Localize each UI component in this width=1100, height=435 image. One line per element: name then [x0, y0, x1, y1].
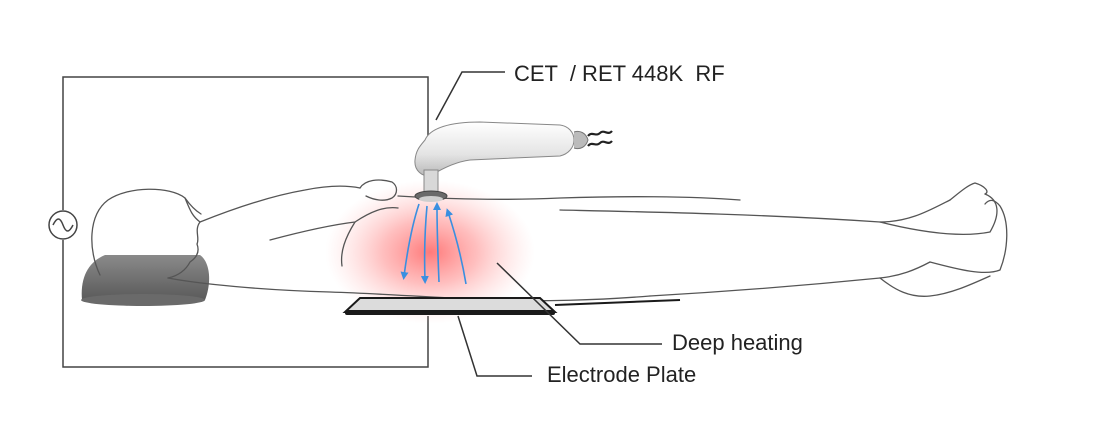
handpiece-label: CET / RET 448K RF: [514, 61, 725, 86]
rf-handpiece-icon: [414, 121, 613, 202]
leader-line-handpiece: [435, 71, 505, 121]
ac-source-icon: [48, 210, 78, 240]
deep-heating-label: Deep heating: [672, 330, 803, 355]
leader-line-deep-heating: [496, 262, 662, 345]
current-flow-arrows: [400, 202, 467, 285]
current-arrow: [400, 203, 420, 280]
leader-line-electrode-plate: [457, 315, 532, 377]
electrode-plate-icon: [342, 297, 681, 315]
electrode-plate-label: Electrode Plate: [547, 362, 697, 387]
deep-heating-glow: [325, 180, 535, 324]
current-arrow: [445, 208, 467, 285]
current-arrow: [433, 202, 442, 283]
current-arrow: [420, 205, 429, 284]
circuit-wire: [62, 76, 429, 368]
patient-body-outline: [91, 179, 1008, 302]
pillow: [81, 255, 210, 306]
